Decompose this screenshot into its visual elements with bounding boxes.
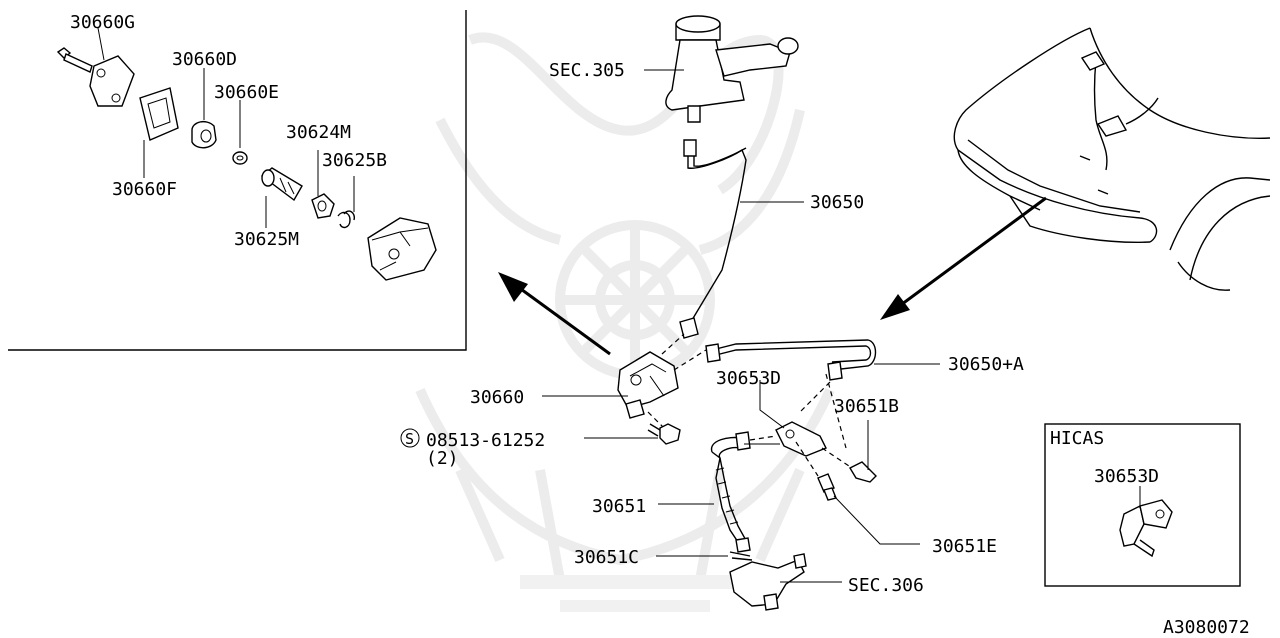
arrow-icon <box>498 272 611 356</box>
label-30653D: 30653D <box>716 368 781 389</box>
bushing-30660D <box>191 120 217 149</box>
diagram-id: A3080072 <box>1163 617 1250 638</box>
bolt-symbol-icon: S <box>400 428 420 448</box>
label-sec306: SEC.306 <box>848 575 924 596</box>
label-30625M: 30625M <box>234 229 299 250</box>
label-bolt-qty: (2) <box>426 448 459 469</box>
valve-30625M <box>260 167 303 202</box>
label-30651C: 30651C <box>574 547 639 568</box>
bolt-08513-61252 <box>647 423 681 445</box>
car-front-illustration <box>953 27 1271 291</box>
operating-cylinder-30660 <box>617 351 679 419</box>
label-30651: 30651 <box>592 496 646 517</box>
label-30660G: 30660G <box>70 12 135 33</box>
label-30624M: 30624M <box>286 122 351 143</box>
hicas-bracket <box>1119 499 1173 558</box>
hicas-inset-frame <box>1044 423 1241 587</box>
spring-30625B <box>337 210 356 229</box>
label-30660D: 30660D <box>172 49 237 70</box>
hicas-title: HICAS <box>1050 428 1104 449</box>
clip-30651C <box>729 551 753 561</box>
label-30660: 30660 <box>470 387 524 408</box>
label-30651B: 30651B <box>834 396 899 417</box>
label-30660E: 30660E <box>214 82 279 103</box>
label-30625B: 30625B <box>322 150 387 171</box>
hose-30651 <box>710 431 751 553</box>
nut-30624M <box>311 193 335 219</box>
clip-30651B <box>849 461 877 483</box>
bolt-symbol-letter: S <box>405 430 414 448</box>
washer-30660E <box>232 151 248 165</box>
housing-part <box>367 217 437 281</box>
clutch-pipe-30650 <box>679 139 747 339</box>
gasket-30660F <box>139 87 179 141</box>
watermark-emblem <box>415 32 835 612</box>
bolt-30660G <box>56 47 93 73</box>
label-30660F: 30660F <box>112 179 177 200</box>
master-cylinder-sec305 <box>665 15 799 123</box>
slave-cylinder-sec306 <box>729 553 807 611</box>
arrow-icon <box>880 196 1047 320</box>
bracket-30653D <box>775 421 827 457</box>
connector-30651E <box>817 473 837 501</box>
plate-30660G <box>89 55 135 107</box>
label-30651E: 30651E <box>932 536 997 557</box>
inset-frame <box>8 10 467 351</box>
pipe-30650A <box>705 339 877 381</box>
label-30650: 30650 <box>810 192 864 213</box>
label-30650A: 30650+A <box>948 354 1024 375</box>
hicas-part-label: 30653D <box>1094 466 1159 487</box>
label-bolt-code: 08513-61252 <box>426 430 545 451</box>
label-sec305: SEC.305 <box>549 60 625 81</box>
